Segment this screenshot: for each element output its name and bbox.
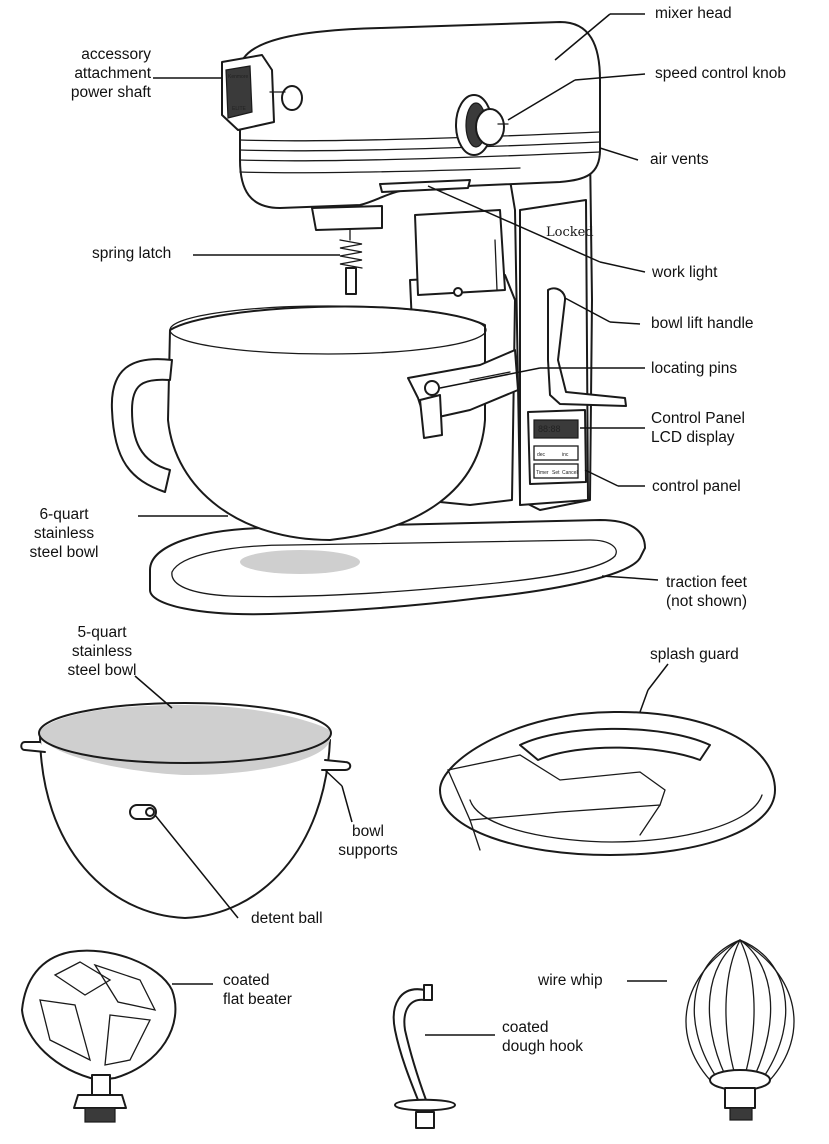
label-work-light: work light (652, 264, 718, 281)
label-accessory-line1: accessory (81, 46, 151, 63)
label-traction-feet-line1: traction feet (666, 574, 747, 591)
label-control-panel-lcd: Control Panel LCD display (651, 409, 745, 447)
lcd-digits: 88:88 (538, 424, 561, 434)
label-bowl-supports-line1: bowl (352, 823, 384, 840)
label-accessory-line3: power shaft (70, 84, 151, 101)
label-six-quart-bowl: 6-quart stainless steel bowl (18, 505, 110, 562)
five-quart-bowl (20, 702, 352, 919)
inc-button-text: inc (562, 452, 569, 458)
label-spring-latch: spring latch (92, 245, 172, 262)
leader-lines (134, 13, 669, 1036)
label-flat-beater: coated flat beater (223, 971, 292, 1009)
label-bowl-lift-handle: bowl lift handle (651, 315, 754, 332)
label-control-panel: control panel (652, 478, 741, 495)
set-button-text: Set (552, 470, 560, 476)
label-bowl5-line3: steel bowl (67, 662, 137, 679)
label-locating-pins: locating pins (651, 360, 738, 377)
label-mixer-head: mixer head (655, 5, 732, 22)
label-bowl6-line1: 6-quart (39, 506, 89, 523)
label-bowl6-line3: steel bowl (29, 544, 99, 561)
label-control-panel-lcd-line1: Control Panel (651, 410, 745, 427)
label-traction-feet-line2: (not shown) (666, 593, 747, 610)
label-accessory-power-shaft: accessory attachment power shaft (71, 45, 151, 102)
dough-hook (392, 984, 456, 1129)
label-dough-hook-line2: dough hook (502, 1038, 584, 1055)
locked-indicator-text: Locked (546, 225, 594, 240)
stand-mixer: Locked Kenmore ELITE (110, 21, 646, 616)
label-dough-hook-line1: coated (502, 1019, 549, 1036)
label-air-vents: air vents (650, 151, 709, 168)
label-bowl-supports: bowl supports (328, 822, 408, 860)
brand-text-bottom: ELITE (232, 106, 247, 112)
label-wire-whip: wire whip (538, 972, 603, 989)
brand-text-top: Kenmore (228, 74, 249, 80)
timer-button-text: Timer (536, 470, 549, 476)
label-speed-control-knob: speed control knob (655, 65, 786, 82)
cancel-button-text: Cancel (562, 470, 578, 476)
label-bowl6-line2: stainless (33, 525, 95, 542)
label-bowl5-line2: stainless (71, 643, 133, 660)
label-dough-hook: coated dough hook (502, 1018, 583, 1056)
label-traction-feet: traction feet (not shown) (666, 573, 747, 611)
label-accessory-line2: attachment (74, 65, 151, 82)
label-detent-ball: detent ball (251, 910, 323, 927)
label-control-panel-lcd-line2: LCD display (651, 429, 735, 446)
bowl-lift-handle (547, 287, 627, 407)
splash-guard (439, 710, 776, 856)
six-quart-bowl (167, 305, 486, 541)
label-five-quart-bowl: 5-quart stainless steel bowl (52, 623, 152, 680)
label-bowl-supports-line2: supports (338, 842, 398, 859)
mixer-head (239, 21, 601, 209)
dec-button-text: dec (537, 452, 546, 458)
mixer-base (149, 519, 646, 616)
label-flat-beater-line1: coated (223, 972, 270, 989)
flat-beater (21, 949, 177, 1123)
label-splash-guard: splash guard (650, 646, 739, 663)
wire-whip (685, 939, 795, 1121)
label-flat-beater-line2: flat beater (223, 991, 292, 1008)
label-bowl5-line1: 5-quart (77, 624, 127, 641)
